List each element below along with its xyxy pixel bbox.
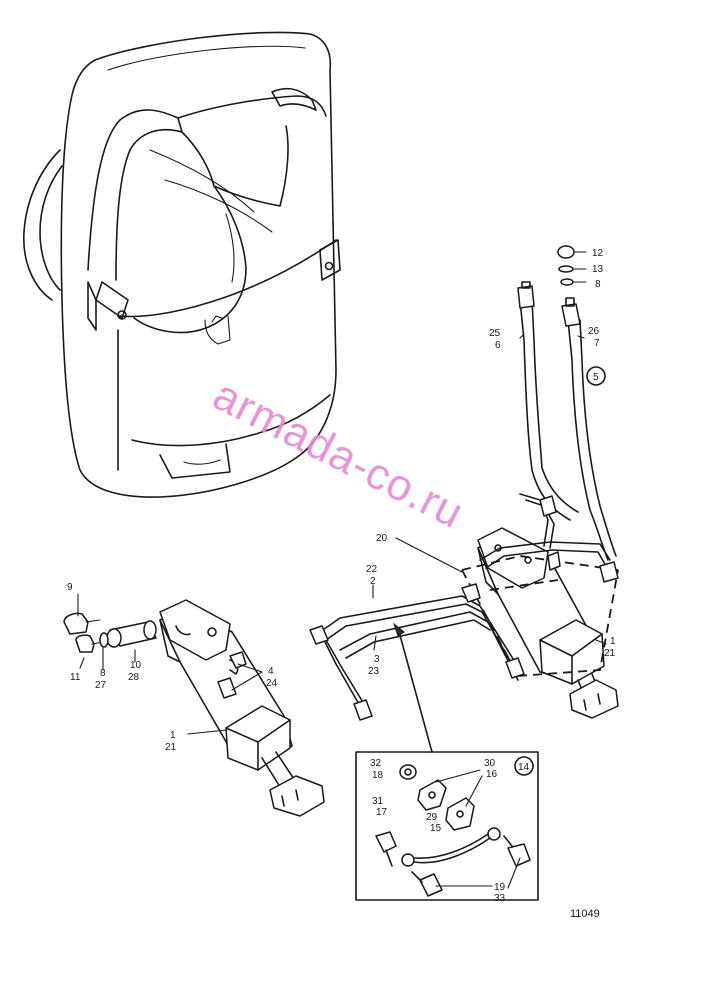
- label-17: 17: [376, 807, 388, 818]
- label-21-right: 21: [604, 648, 616, 659]
- label-13: 13: [592, 264, 604, 275]
- label-3: 3: [374, 654, 380, 665]
- label-1-left: 1: [170, 730, 176, 741]
- label-8-top: 8: [595, 279, 601, 290]
- label-12: 12: [592, 248, 604, 259]
- label-4: 4: [268, 666, 274, 677]
- right-cylinder-assembly: [461, 527, 619, 719]
- label-24: 24: [266, 678, 278, 689]
- label-5: 5: [593, 372, 599, 383]
- label-19: 19: [494, 882, 506, 893]
- label-30: 30: [484, 758, 496, 769]
- steel-pipes: [309, 493, 619, 721]
- label-2: 2: [370, 576, 376, 587]
- label-10: 10: [130, 660, 142, 671]
- label-9: 9: [67, 582, 73, 593]
- label-29: 29: [426, 812, 438, 823]
- label-32: 32: [370, 758, 382, 769]
- label-15: 15: [430, 823, 442, 834]
- label-22: 22: [366, 564, 378, 575]
- leader-lines: [77, 333, 607, 735]
- label-18: 18: [372, 770, 384, 781]
- detail-box-14: [355, 622, 539, 901]
- label-20: 20: [376, 533, 388, 544]
- label-14: 14: [518, 762, 530, 773]
- part-labels: 9 11 8 27 10 28 4 24 1 21 22 2 3 23 20 1…: [67, 248, 616, 920]
- label-23: 23: [368, 666, 380, 677]
- label-16: 16: [486, 769, 498, 780]
- label-33: 33: [494, 893, 506, 904]
- hydraulic-hoses: [517, 245, 617, 561]
- label-25: 25: [489, 328, 501, 339]
- label-6: 6: [495, 340, 501, 351]
- left-cylinder-assembly: [63, 599, 325, 817]
- figure-number: 11049: [570, 908, 600, 920]
- callout-circle-5: [586, 366, 606, 386]
- label-27: 27: [95, 680, 107, 691]
- engine-shroud: [23, 31, 341, 498]
- label-31: 31: [372, 796, 384, 807]
- watermark: armada-co.ru: [205, 370, 471, 538]
- label-26: 26: [588, 326, 600, 337]
- label-1-right: 1: [610, 636, 616, 647]
- label-7: 7: [594, 338, 600, 349]
- label-21-left: 21: [165, 742, 177, 753]
- label-28: 28: [128, 672, 140, 683]
- label-11: 11: [70, 672, 81, 683]
- label-8: 8: [100, 668, 106, 679]
